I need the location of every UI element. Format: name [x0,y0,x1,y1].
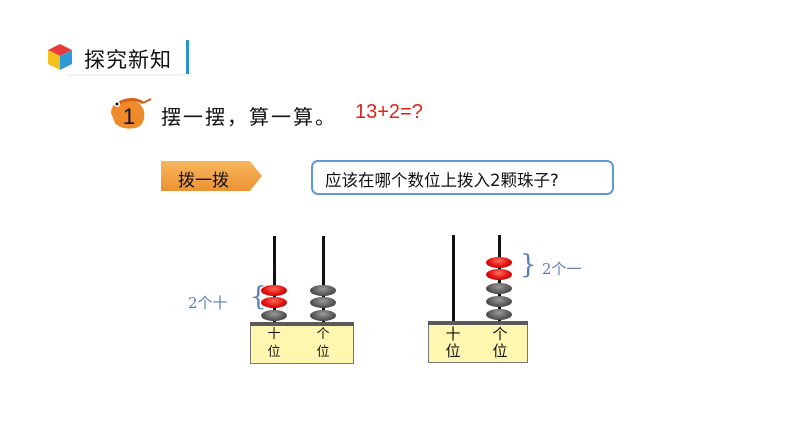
annotation-ones: 2个一 [542,260,582,278]
abacus-base [428,321,528,363]
problem-text: 摆一摆，算一算。 [161,105,337,129]
tens-label: 十 位 [445,325,461,360]
section-header [66,40,189,74]
question-text: 应该在哪个数位上拨入2颗珠子? [325,171,559,190]
tens-rod [273,236,276,323]
ones-label: 个 位 [316,327,330,360]
question-box [311,160,614,195]
bead [261,310,287,321]
tag-label: 拨一拨 [178,171,229,191]
bead [486,296,512,307]
cube-icon [48,44,72,70]
bead [310,310,336,321]
problem-number: 1 [123,104,135,129]
bead [261,297,287,308]
tens-label: 十 位 [267,327,281,360]
bead [486,257,512,268]
ones-label: 个 位 [492,325,508,360]
bead [486,309,512,320]
tens-rod [452,235,455,322]
bead [261,285,287,296]
bead [486,283,512,294]
bead [310,297,336,308]
bead [486,269,512,280]
brace-icon: { [250,282,267,312]
ones-rod [322,236,325,323]
number-badge-icon: 1 [111,98,152,129]
equation: 13+2=? [355,101,423,123]
brace-icon: } [520,250,537,280]
section-title: 探究新知 [84,48,172,72]
tag-arrow [161,161,262,191]
bead [310,285,336,296]
annotation-tens: 2个十 [188,294,228,312]
